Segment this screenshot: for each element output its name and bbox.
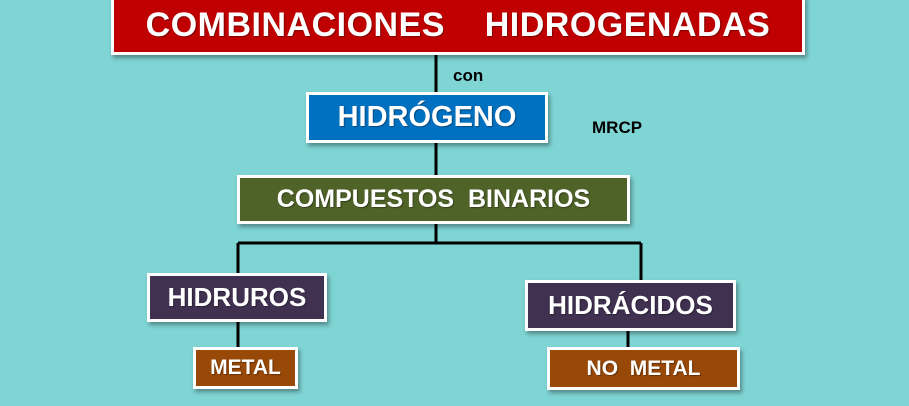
author-label: MRCP	[592, 118, 643, 137]
connector-label-con: con	[453, 66, 484, 85]
non-metal-node: NO METAL	[547, 347, 740, 390]
metal-node: METAL	[193, 347, 298, 389]
title-node: COMBINACIONES HIDROGENADAS	[111, 0, 805, 55]
binary-compounds-node: COMPUESTOS BINARIOS	[237, 175, 630, 224]
hydrogen-node: HIDRÓGENO	[306, 92, 548, 143]
hydrides-node: HIDRUROS	[147, 273, 327, 322]
hydracids-node: HIDRÁCIDOS	[525, 280, 736, 331]
